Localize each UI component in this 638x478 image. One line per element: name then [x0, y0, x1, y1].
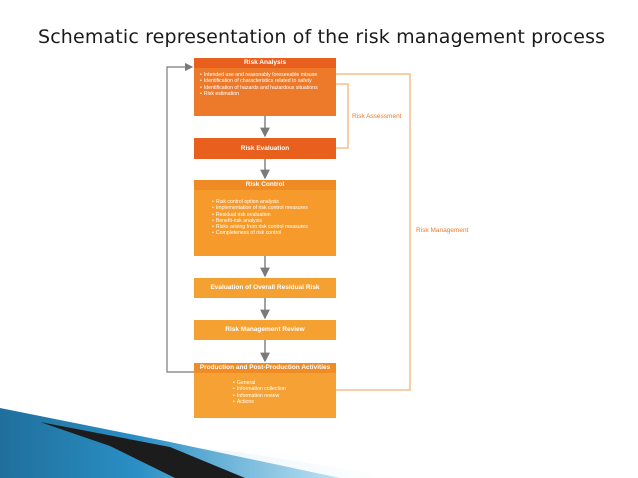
- list-item: Identification of hazards and hazardous …: [200, 85, 336, 91]
- risk-control-box: Risk Control Risk control option analysi…: [194, 180, 336, 256]
- list-item: Information review: [233, 393, 336, 399]
- risk-analysis-box: Risk Analysis Intended use and reasonabl…: [194, 58, 336, 116]
- risk-management-review-title: Risk Management Review: [225, 326, 305, 333]
- risk-management-bracket: [336, 73, 411, 391]
- list-item: Residual risk evaluation: [212, 212, 336, 218]
- list-item: Benefit-risk analysis: [212, 218, 336, 224]
- risk-management-review-box: Risk Management Review: [194, 320, 336, 340]
- list-item: Actions: [233, 399, 336, 405]
- risk-evaluation-title: Risk Evaluation: [240, 145, 290, 152]
- list-item: Information collection: [233, 386, 336, 392]
- risk-assessment-bracket: [336, 83, 349, 149]
- list-item: Risk control option analysis: [212, 199, 336, 205]
- decorative-swoosh: [0, 408, 400, 478]
- list-item: Risk estimation: [200, 91, 336, 97]
- risk-control-title: Risk Control: [194, 180, 336, 190]
- production-box: Production and Post-Production Activitie…: [194, 363, 336, 418]
- list-item: Completeness of risk control: [212, 230, 336, 236]
- risk-assessment-label: Risk Assessment: [352, 113, 402, 120]
- list-item: Implementation of risk control measures: [212, 205, 336, 211]
- slide-title: Schematic representation of the risk man…: [38, 26, 606, 48]
- risk-evaluation-box: Risk Evaluation: [194, 138, 336, 159]
- production-title: Production and Post-Production Activitie…: [194, 363, 336, 373]
- swoosh-dark: [40, 422, 245, 478]
- risk-analysis-title: Risk Analysis: [194, 58, 336, 68]
- residual-risk-box: Evaluation of Overall Residual Risk: [194, 278, 336, 298]
- risk-analysis-list: Intended use and reasonably foreseeable …: [200, 72, 336, 97]
- list-item: Intended use and reasonably foreseeable …: [200, 72, 336, 78]
- list-item: Risks arising from risk control measures: [212, 224, 336, 230]
- risk-management-label: Risk Management: [416, 227, 469, 234]
- swoosh-blue: [0, 408, 340, 478]
- risk-control-list: Risk control option analysis Implementat…: [212, 199, 336, 237]
- residual-risk-title: Evaluation of Overall Residual Risk: [210, 284, 320, 291]
- list-item: Identification of characteristics relate…: [200, 78, 336, 84]
- production-list: General Information collection Informati…: [233, 380, 336, 405]
- feedback-loop-arrow: [166, 62, 194, 373]
- list-item: General: [233, 380, 336, 386]
